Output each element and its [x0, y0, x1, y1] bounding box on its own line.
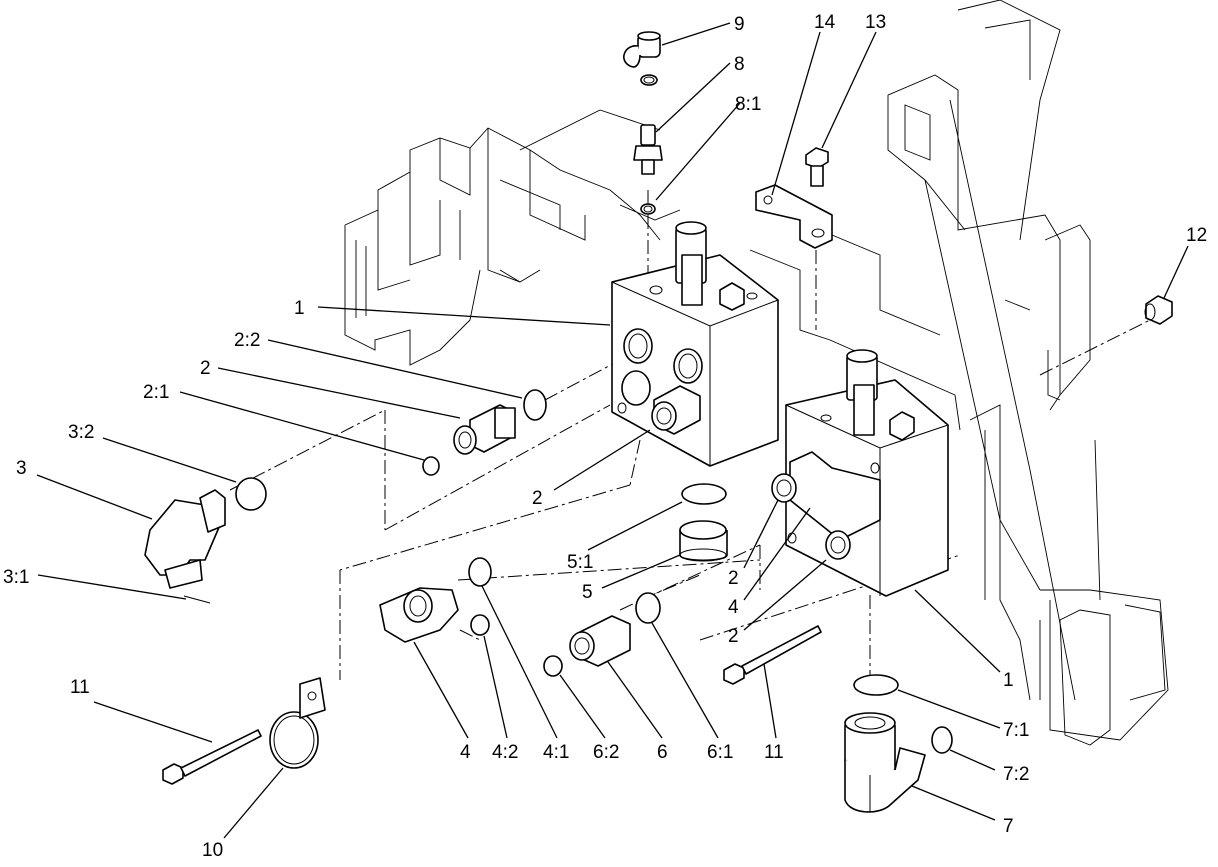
- plug-5: [679, 520, 728, 562]
- callout-7-2: 7:2: [1003, 764, 1029, 785]
- callout-11-right: 11: [764, 742, 784, 763]
- callout-14: 14: [814, 12, 836, 33]
- fitting-6: [569, 615, 631, 667]
- callout-2-lower-b: 2: [728, 626, 739, 647]
- callout-5-1: 5:1: [567, 552, 593, 573]
- callout-6: 6: [657, 742, 668, 763]
- o-ring-5-1: [681, 483, 727, 505]
- callout-2-lower-a: 2: [728, 568, 739, 589]
- callout-6-2: 6:2: [593, 742, 619, 763]
- callout-6-1: 6:1: [707, 742, 733, 763]
- leader-lines: [36, 22, 1189, 839]
- elbow-fitting-7: [844, 712, 926, 813]
- bolt-11-right: [723, 625, 822, 685]
- o-ring-6-1: [635, 592, 661, 624]
- callout-5: 5: [582, 582, 593, 603]
- callout-4-1: 4:1: [543, 742, 569, 763]
- pin-3-1: [183, 595, 211, 604]
- callout-1-lower: 1: [1003, 670, 1014, 691]
- callout-2-2: 2:2: [234, 330, 260, 351]
- callout-13: 13: [865, 12, 886, 33]
- dust-cap-part: [623, 31, 661, 86]
- callout-7-1: 7:1: [1003, 720, 1029, 741]
- o-ring-4-2: [470, 614, 490, 636]
- nut-part: [1144, 295, 1173, 325]
- fitting-2-upper: [453, 404, 516, 455]
- bracket-part: [755, 184, 833, 249]
- o-ring-4-1: [468, 557, 492, 587]
- callout-1-upper: 1: [294, 298, 305, 319]
- callout-8: 8: [734, 54, 745, 75]
- callout-12: 12: [1186, 225, 1207, 246]
- callout-2-1: 2:1: [143, 382, 169, 403]
- test-port-fitting: [633, 124, 663, 215]
- o-ring-3-2: [235, 477, 267, 511]
- o-ring-2-2: [523, 389, 547, 421]
- o-ring-7-2: [931, 726, 953, 754]
- callout-9: 9: [734, 14, 745, 35]
- callout-4-2: 4:2: [492, 742, 518, 763]
- o-ring-6-2: [543, 655, 563, 677]
- callout-labels: 9 8 8:1 14 13 12 1 2:2 2 2:1 3:2 3 3:1 2…: [3, 12, 1207, 861]
- callout-8-1: 8:1: [735, 94, 761, 115]
- callout-11-left: 11: [70, 677, 90, 698]
- clamp-10: [269, 677, 326, 769]
- callout-4-lower: 4: [728, 597, 739, 618]
- callout-2-upper: 2: [200, 358, 211, 379]
- callout-3: 3: [16, 458, 27, 479]
- callout-10: 10: [202, 840, 223, 861]
- callout-3-1: 3:1: [3, 567, 29, 588]
- callout-4-left: 4: [460, 742, 471, 763]
- callout-7: 7: [1003, 816, 1014, 837]
- fitting-4-left: [379, 587, 459, 643]
- bolt-11-left: [162, 729, 262, 785]
- callout-2-block: 2: [532, 488, 543, 509]
- bolt-part: [805, 147, 829, 187]
- elbow-fitting-3: [144, 489, 226, 589]
- valve-block-upper: [611, 221, 779, 467]
- o-ring-7-1: [853, 674, 899, 696]
- callout-3-2: 3:2: [68, 422, 94, 443]
- o-ring-2-1: [422, 456, 440, 476]
- valve-block-lower: [771, 349, 949, 597]
